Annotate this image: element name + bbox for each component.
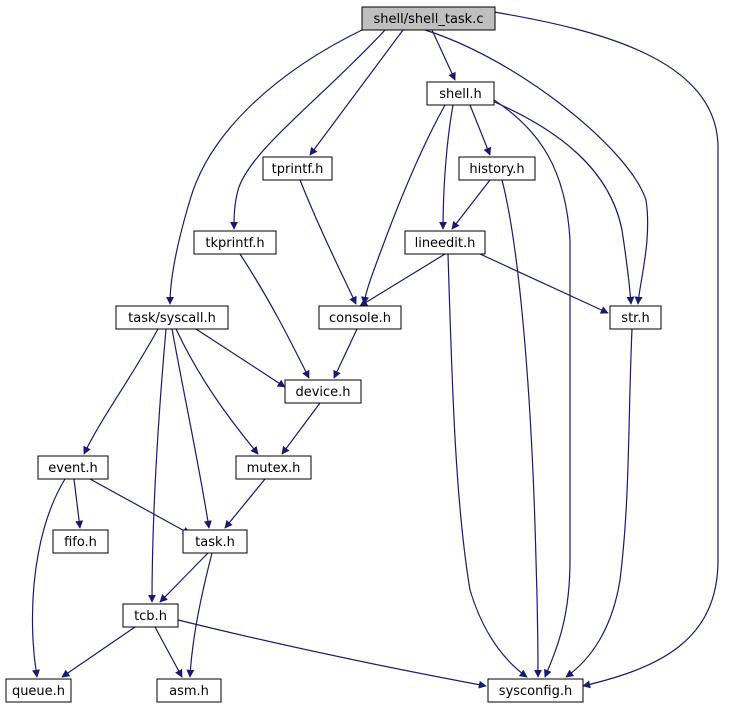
edge-shell-task-c-to-task-syscall-h (166, 29, 363, 305)
node-tcb-h[interactable]: tcb.h (122, 603, 179, 628)
node-tprintf-h[interactable]: tprintf.h (262, 156, 333, 181)
edge-tprintf-h-to-console-h (299, 179, 357, 305)
edge-shell-task-c-to-shell-h (431, 29, 456, 81)
edge-shell-task-c-to-str-h (424, 29, 649, 305)
edges-layer (31, 11, 719, 689)
node-box (5, 678, 72, 703)
node-box (122, 603, 179, 628)
node-box (156, 678, 222, 703)
node-box (235, 455, 312, 480)
node-label: task.h (195, 535, 235, 550)
node-box (458, 156, 536, 181)
edge-tcb-h-to-queue-h (61, 626, 136, 678)
node-mutex-h[interactable]: mutex.h (235, 455, 312, 480)
node-sysconfig-h[interactable]: sysconfig.h (487, 678, 584, 703)
node-label: shell/shell_task.c (374, 12, 484, 27)
node-tkprintf-h[interactable]: tkprintf.h (193, 230, 277, 255)
edge-lineedit-h-to-str-h (479, 253, 609, 314)
edge-task-h-to-tcb-h (159, 552, 209, 603)
edge-shell-h-to-sysconfig-h (493, 99, 571, 678)
edge-tcb-h-to-asm-h (154, 626, 183, 678)
edge-console-h-to-device-h (333, 328, 358, 379)
node-box (262, 156, 333, 181)
node-label: history.h (469, 162, 524, 177)
edge-lineedit-h-to-console-h (359, 253, 446, 307)
edge-event-h-to-fifo-h (73, 478, 84, 529)
node-console-h[interactable]: console.h (318, 305, 402, 330)
edge-task-syscall-h-to-tcb-h (148, 328, 167, 603)
node-box (426, 81, 495, 106)
node-box (318, 305, 402, 330)
node-label: lineedit.h (415, 236, 476, 251)
node-box (115, 305, 229, 330)
edge-task-syscall-h-to-event-h (83, 328, 159, 455)
node-label: tprintf.h (272, 162, 324, 177)
edge-task-syscall-h-to-device-h (195, 328, 286, 388)
node-str-h[interactable]: str.h (609, 305, 662, 330)
edge-task-h-to-asm-h (186, 552, 213, 678)
node-shell-h[interactable]: shell.h (426, 81, 495, 106)
node-event-h[interactable]: event.h (37, 455, 109, 480)
nodes-layer: shell/shell_task.c shell.h tprintf.h histor… (5, 6, 662, 703)
node-box (37, 455, 109, 480)
node-label: fifo.h (64, 535, 97, 550)
node-queue-h[interactable]: queue.h (5, 678, 72, 703)
edge-event-h-to-task-h (89, 478, 191, 535)
edge-shell-h-to-history-h (469, 104, 492, 156)
edge-shell-task-c-to-tkprintf-h (230, 29, 386, 230)
node-task-h[interactable]: task.h (182, 529, 248, 554)
edge-mutex-h-to-task-h (224, 478, 266, 529)
edge-task-syscall-h-to-mutex-h (175, 328, 259, 455)
edge-tkprintf-h-to-device-h (239, 253, 310, 379)
node-label: queue.h (12, 684, 65, 699)
edge-shell-h-to-str-h (489, 99, 635, 305)
node-label: tcb.h (134, 609, 167, 624)
edge-shell-h-to-lineedit-h (439, 104, 454, 230)
edge-shell-task-c-to-sysconfig-h (493, 11, 719, 689)
edge-shell-h-to-console-h (361, 104, 446, 305)
node-label: event.h (48, 461, 97, 476)
node-task-syscall-h[interactable]: task/syscall.h (115, 305, 229, 330)
node-box (487, 678, 584, 703)
node-box (52, 529, 109, 554)
node-label: asm.h (169, 684, 209, 699)
node-box (609, 305, 662, 330)
node-label: shell.h (439, 87, 482, 102)
node-label: task/syscall.h (128, 311, 216, 326)
node-box (284, 379, 362, 404)
edge-shell-task-c-to-tprintf-h (309, 29, 404, 156)
node-label: tkprintf.h (205, 236, 264, 251)
node-history-h[interactable]: history.h (458, 156, 536, 181)
node-box (404, 230, 486, 255)
node-box (182, 529, 248, 554)
edge-history-h-to-lineedit-h (451, 179, 491, 230)
edge-history-h-to-sysconfig-h (501, 179, 542, 678)
edge-task-syscall-h-to-task-h (171, 328, 212, 529)
node-label: str.h (621, 311, 649, 326)
node-label: device.h (295, 385, 350, 400)
node-box (193, 230, 277, 255)
node-box (361, 6, 496, 31)
node-lineedit-h[interactable]: lineedit.h (404, 230, 486, 255)
node-fifo-h[interactable]: fifo.h (52, 529, 109, 554)
node-device-h[interactable]: device.h (284, 379, 362, 404)
node-asm-h[interactable]: asm.h (156, 678, 222, 703)
node-shell-task-c[interactable]: shell/shell_task.c (361, 6, 496, 31)
node-label: sysconfig.h (499, 684, 572, 699)
node-label: console.h (329, 311, 391, 326)
edge-tcb-h-to-sysconfig-h (177, 619, 487, 689)
edge-device-h-to-mutex-h (281, 402, 321, 455)
edge-event-h-to-queue-h (31, 478, 66, 678)
edge-str-h-to-sysconfig-h (565, 328, 633, 678)
node-label: mutex.h (247, 461, 301, 476)
edge-lineedit-h-to-sysconfig-h (447, 253, 528, 678)
